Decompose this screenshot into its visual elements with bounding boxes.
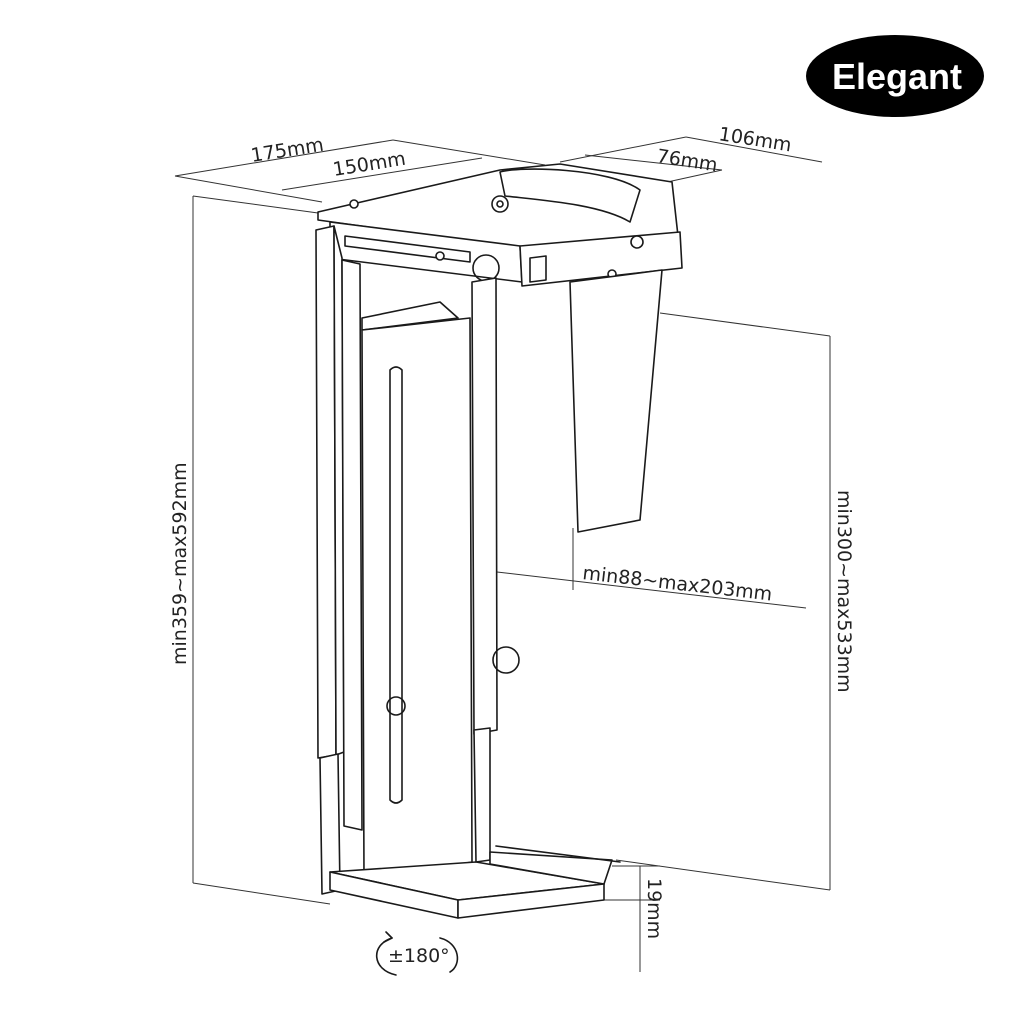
left-post	[315, 225, 363, 895]
center-clamp-plate	[361, 301, 473, 881]
label-top-depth-outer: 106mm	[717, 123, 793, 156]
label-width-adjust: min88~max203mm	[581, 562, 773, 605]
rotation-arrow-icon	[375, 931, 459, 976]
label-rotation: ±180°	[388, 945, 450, 967]
base-tray	[329, 845, 621, 919]
brand-logo-text: Elegant	[832, 56, 962, 97]
label-height-inner: min300~max533mm	[833, 490, 855, 693]
right-post	[471, 277, 520, 863]
dimension-lines	[174, 136, 831, 972]
top-mounting-bracket	[317, 163, 683, 287]
label-top-width-outer: 175mm	[249, 134, 325, 167]
hanging-back-plate	[569, 269, 663, 533]
label-height-total: min359~max592mm	[169, 462, 191, 665]
label-base-thickness: 19mm	[643, 878, 665, 939]
brand-logo: Elegant	[806, 35, 984, 117]
label-top-depth-inner: 76mm	[655, 145, 719, 176]
